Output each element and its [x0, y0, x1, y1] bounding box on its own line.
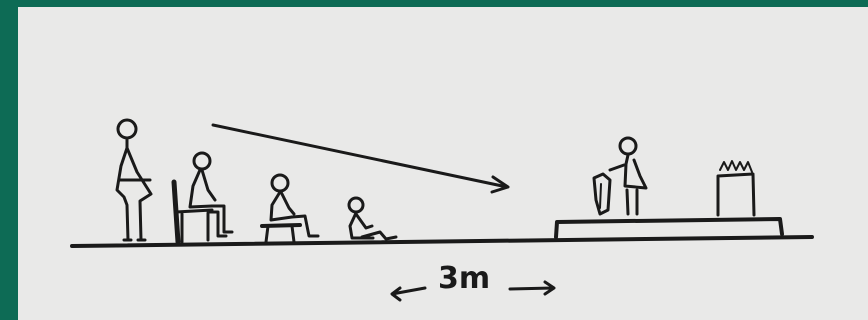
distance-marker: 3m [392, 261, 554, 300]
book-icon [594, 174, 610, 214]
distance-label: 3m [438, 261, 490, 296]
left-arrow-icon [392, 288, 425, 300]
stage-platform [556, 219, 782, 237]
teacher-on-stage [610, 138, 646, 214]
person-on-bench [262, 175, 318, 242]
box-on-stage [718, 161, 754, 215]
right-arrow-icon [510, 282, 554, 294]
person-sitting-on-floor [349, 198, 396, 239]
person-on-chair [174, 153, 232, 242]
standing-person [117, 120, 151, 240]
sight-arrow [213, 125, 508, 192]
